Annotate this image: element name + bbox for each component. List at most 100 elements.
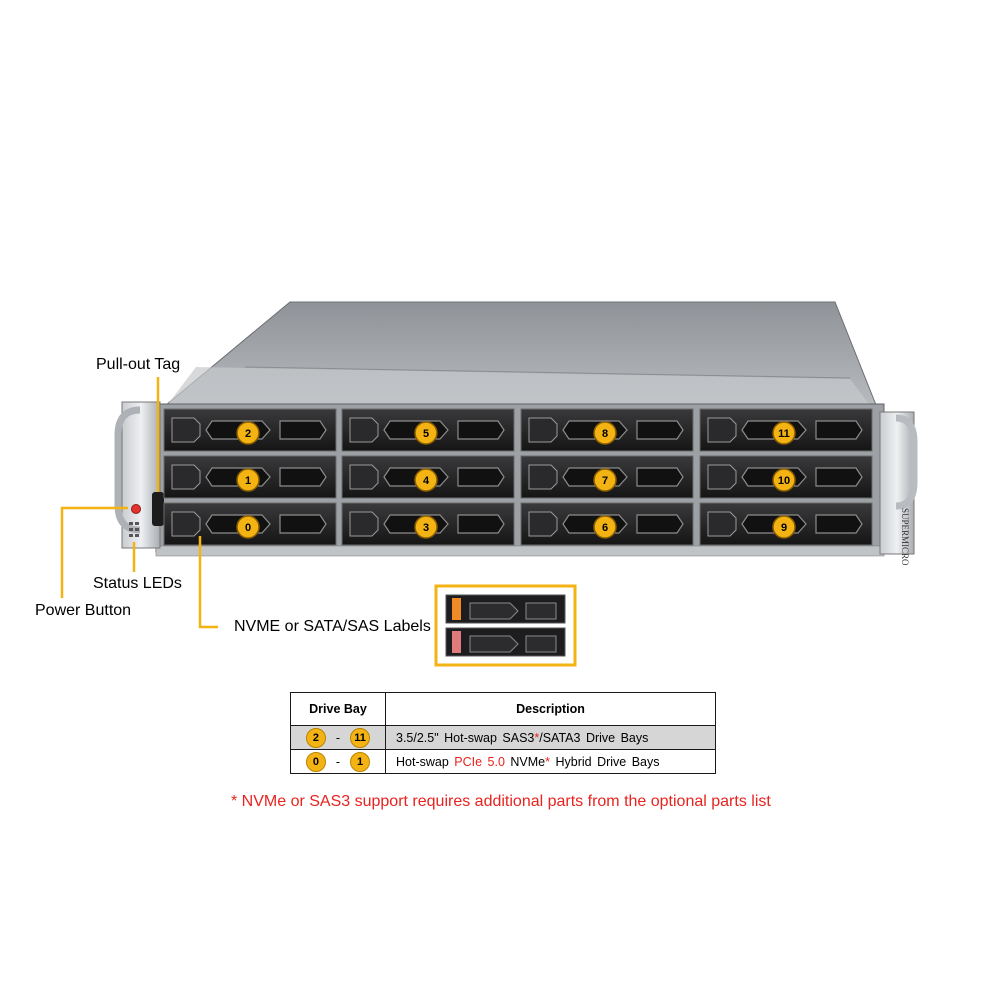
right-ear xyxy=(879,411,915,555)
drive-labels-leader xyxy=(198,536,218,629)
label-inset-box xyxy=(434,584,577,667)
brand-logo: SUPERMICRO xyxy=(900,508,910,566)
bay-number-label: 6 xyxy=(602,522,608,534)
drive-vent xyxy=(741,420,863,440)
bay-badge: 1 xyxy=(350,751,371,772)
drive-bay[interactable]: 0 xyxy=(163,502,337,546)
bay-number-badge xyxy=(414,468,438,492)
drive-bay[interactable]: 10 xyxy=(699,455,873,499)
bay-number-badge xyxy=(772,421,796,445)
bay-number-badge xyxy=(414,515,438,539)
drive-bay[interactable]: 11 xyxy=(699,408,873,452)
bay-number-label: 3 xyxy=(423,522,429,534)
right-handle xyxy=(895,414,918,510)
bay-badge: 2 xyxy=(305,727,326,748)
drive-latch[interactable] xyxy=(171,464,201,490)
table-row: 2-11 3.5/2.5" Hot-swap SAS3*/SATA3 Drive… xyxy=(290,725,716,750)
drive-latch[interactable] xyxy=(528,511,558,537)
left-handle xyxy=(114,406,141,534)
drive-vent xyxy=(383,420,505,440)
drive-latch[interactable] xyxy=(171,511,201,537)
drive-vent xyxy=(741,467,863,487)
column-header-drive-bay: Drive Bay xyxy=(290,692,386,726)
drive-vent xyxy=(562,420,684,440)
drive-bay[interactable]: 4 xyxy=(341,455,515,499)
description-cell: 3.5/2.5" Hot-swap SAS3*/SATA3 Drive Bays xyxy=(385,725,716,750)
status-leds xyxy=(129,522,139,537)
bay-number-badge xyxy=(236,421,260,445)
drive-bay[interactable]: 1 xyxy=(163,455,337,499)
description-cell: Hot-swap PCIe 5.0 NVMe* Hybrid Drive Bay… xyxy=(385,749,716,774)
drive-bay[interactable]: 3 xyxy=(341,502,515,546)
asterisk-mark: * xyxy=(534,730,540,745)
drive-vent xyxy=(383,514,505,534)
table-row: 0-1 Hot-swap PCIe 5.0 NVMe* Hybrid Drive… xyxy=(290,749,716,774)
drive-bay[interactable]: 9 xyxy=(699,502,873,546)
bay-number-badge xyxy=(772,468,796,492)
drive-bay[interactable]: 5 xyxy=(341,408,515,452)
bay-number-badge xyxy=(236,468,260,492)
bay-number-label: 4 xyxy=(423,475,430,487)
bay-number-badge xyxy=(236,515,260,539)
status-leds-label: Status LEDs xyxy=(93,575,182,592)
drive-vent xyxy=(205,420,327,440)
drive-bay-table: Drive Bay Description 2-11 3.5/2.5" Hot-… xyxy=(290,692,716,774)
drive-bay[interactable]: 7 xyxy=(520,455,694,499)
description-text: /SATA3 Drive Bays xyxy=(539,730,649,745)
power-button[interactable] xyxy=(131,504,141,514)
drive-vent xyxy=(562,467,684,487)
drive-latch[interactable] xyxy=(349,464,379,490)
drive-latch[interactable] xyxy=(707,464,737,490)
drive-vent xyxy=(205,514,327,534)
description-text: Hybrid Drive Bays xyxy=(550,754,660,769)
drive-latch[interactable] xyxy=(349,511,379,537)
bay-number-badge xyxy=(593,515,617,539)
description-text: NVMe xyxy=(504,754,546,769)
table-header-row: Drive Bay Description xyxy=(290,692,716,726)
bay-badge: 11 xyxy=(350,727,371,748)
column-header-description: Description xyxy=(385,692,716,726)
power-button-label: Power Button xyxy=(35,602,132,619)
description-text: Hot-swap xyxy=(396,754,455,769)
bay-number-badge xyxy=(414,421,438,445)
callout-lines xyxy=(60,377,218,629)
nvme-label-example xyxy=(445,594,566,624)
bay-number-label: 9 xyxy=(781,522,787,534)
bay-range-cell: 2-11 xyxy=(290,725,386,750)
bay-badge: 0 xyxy=(305,751,326,772)
sata-sas-label-example xyxy=(445,627,566,657)
bay-number-label: 2 xyxy=(245,428,251,440)
drive-latch[interactable] xyxy=(707,511,737,537)
bay-range-cell: 0-1 xyxy=(290,749,386,774)
drive-latch[interactable] xyxy=(528,417,558,443)
bay-number-badge xyxy=(593,468,617,492)
pull-out-tag[interactable] xyxy=(152,492,164,526)
drive-latch[interactable] xyxy=(349,417,379,443)
bay-number-label: 7 xyxy=(602,475,608,487)
bay-number-badge xyxy=(772,515,796,539)
drive-latch[interactable] xyxy=(528,464,558,490)
drive-bay[interactable]: 2 xyxy=(163,408,337,452)
drive-vent xyxy=(383,467,505,487)
footnote: * NVMe or SAS3 support requires addition… xyxy=(231,793,771,810)
drive-bay[interactable]: 6 xyxy=(520,502,694,546)
range-dash: - xyxy=(335,730,341,745)
range-dash: - xyxy=(335,754,341,769)
description-text: 3.5/2.5" Hot-swap SAS3 xyxy=(396,730,535,745)
bay-number-label: 5 xyxy=(423,428,429,440)
drive-latch[interactable] xyxy=(171,417,201,443)
drive-latch[interactable] xyxy=(707,417,737,443)
drive-labels-label: NVME or SATA/SAS Labels xyxy=(234,618,431,635)
drive-vent xyxy=(205,467,327,487)
power-button-leader xyxy=(60,506,128,598)
asterisk-mark: * xyxy=(545,754,550,769)
drive-vent xyxy=(741,514,863,534)
drive-bay[interactable]: 8 xyxy=(520,408,694,452)
bay-number-label: 11 xyxy=(778,428,790,440)
drive-vent xyxy=(562,514,684,534)
chassis-top-front-panel xyxy=(165,367,872,408)
pcie-highlight: PCIe 5.0 xyxy=(454,754,505,769)
bay-number-label: 10 xyxy=(778,475,790,487)
